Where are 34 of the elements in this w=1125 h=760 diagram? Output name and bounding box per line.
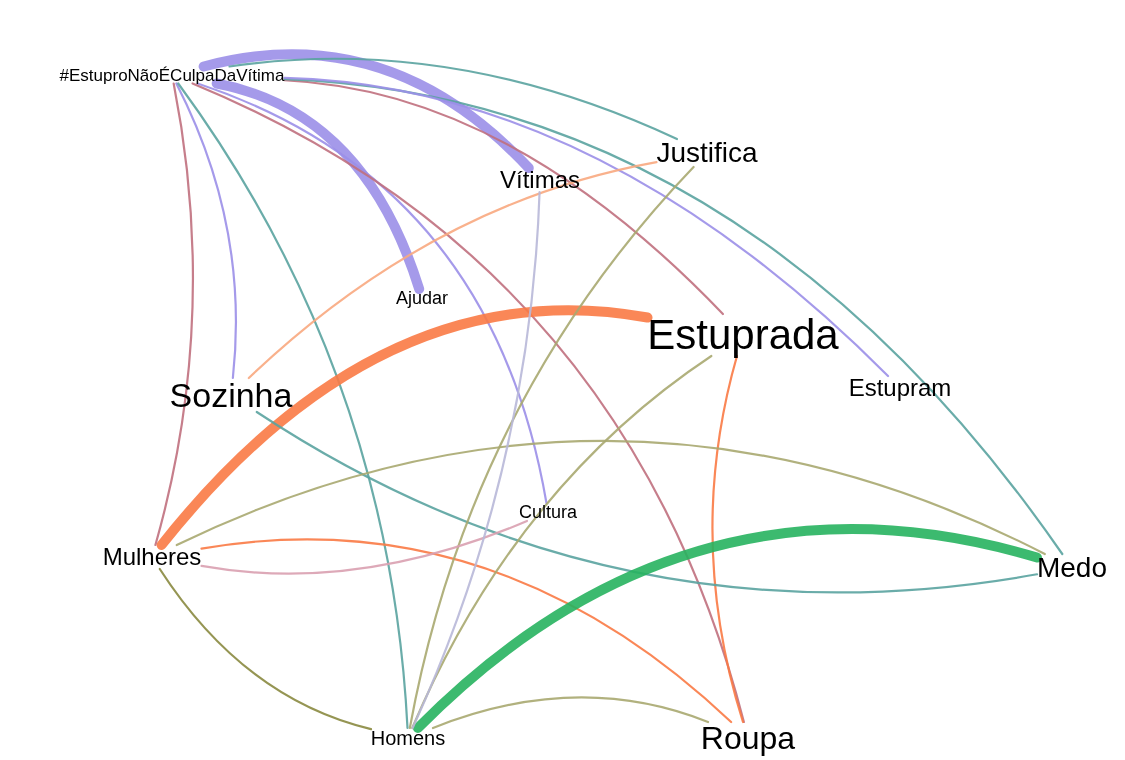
connection-arc: [200, 538, 733, 724]
connection-arc: [411, 354, 713, 730]
word-label: Ajudar: [396, 289, 448, 307]
connection-arc: [283, 79, 724, 316]
connection-arc: [175, 82, 237, 380]
word-label: Medo: [1037, 554, 1107, 582]
word-label: Estuprada: [647, 314, 839, 356]
word-label: Vítimas: [500, 168, 580, 192]
connection-arc: [247, 161, 658, 380]
connection-arc: [158, 567, 373, 731]
connection-arc: [154, 82, 195, 547]
connection-arc: [228, 57, 679, 141]
connection-arc: [411, 190, 541, 730]
connection-arc: [175, 439, 1046, 556]
connection-arc: [283, 78, 1064, 556]
connection-arc: [177, 82, 409, 730]
connection-arc: [196, 82, 548, 505]
word-label: Cultura: [519, 503, 577, 521]
word-label: Justifica: [656, 139, 758, 167]
word-label: Homens: [370, 728, 446, 748]
connection-arc: [211, 78, 425, 294]
connection-arc: [156, 305, 653, 550]
connection-arc: [283, 76, 890, 378]
connection-arc: [408, 165, 695, 730]
connection-arc: [412, 524, 1042, 733]
connection-arc: [200, 519, 529, 575]
connection-arc: [255, 410, 1039, 594]
word-label: Sozinha: [169, 378, 293, 412]
connection-arc: [191, 82, 745, 724]
word-label: Mulheres: [102, 545, 202, 569]
connection-arc: [431, 696, 710, 730]
connection-arc: [198, 49, 534, 173]
word-label: #EstuproNãoÉCulpaDaVítima: [59, 66, 285, 84]
word-label: Roupa: [700, 722, 796, 754]
